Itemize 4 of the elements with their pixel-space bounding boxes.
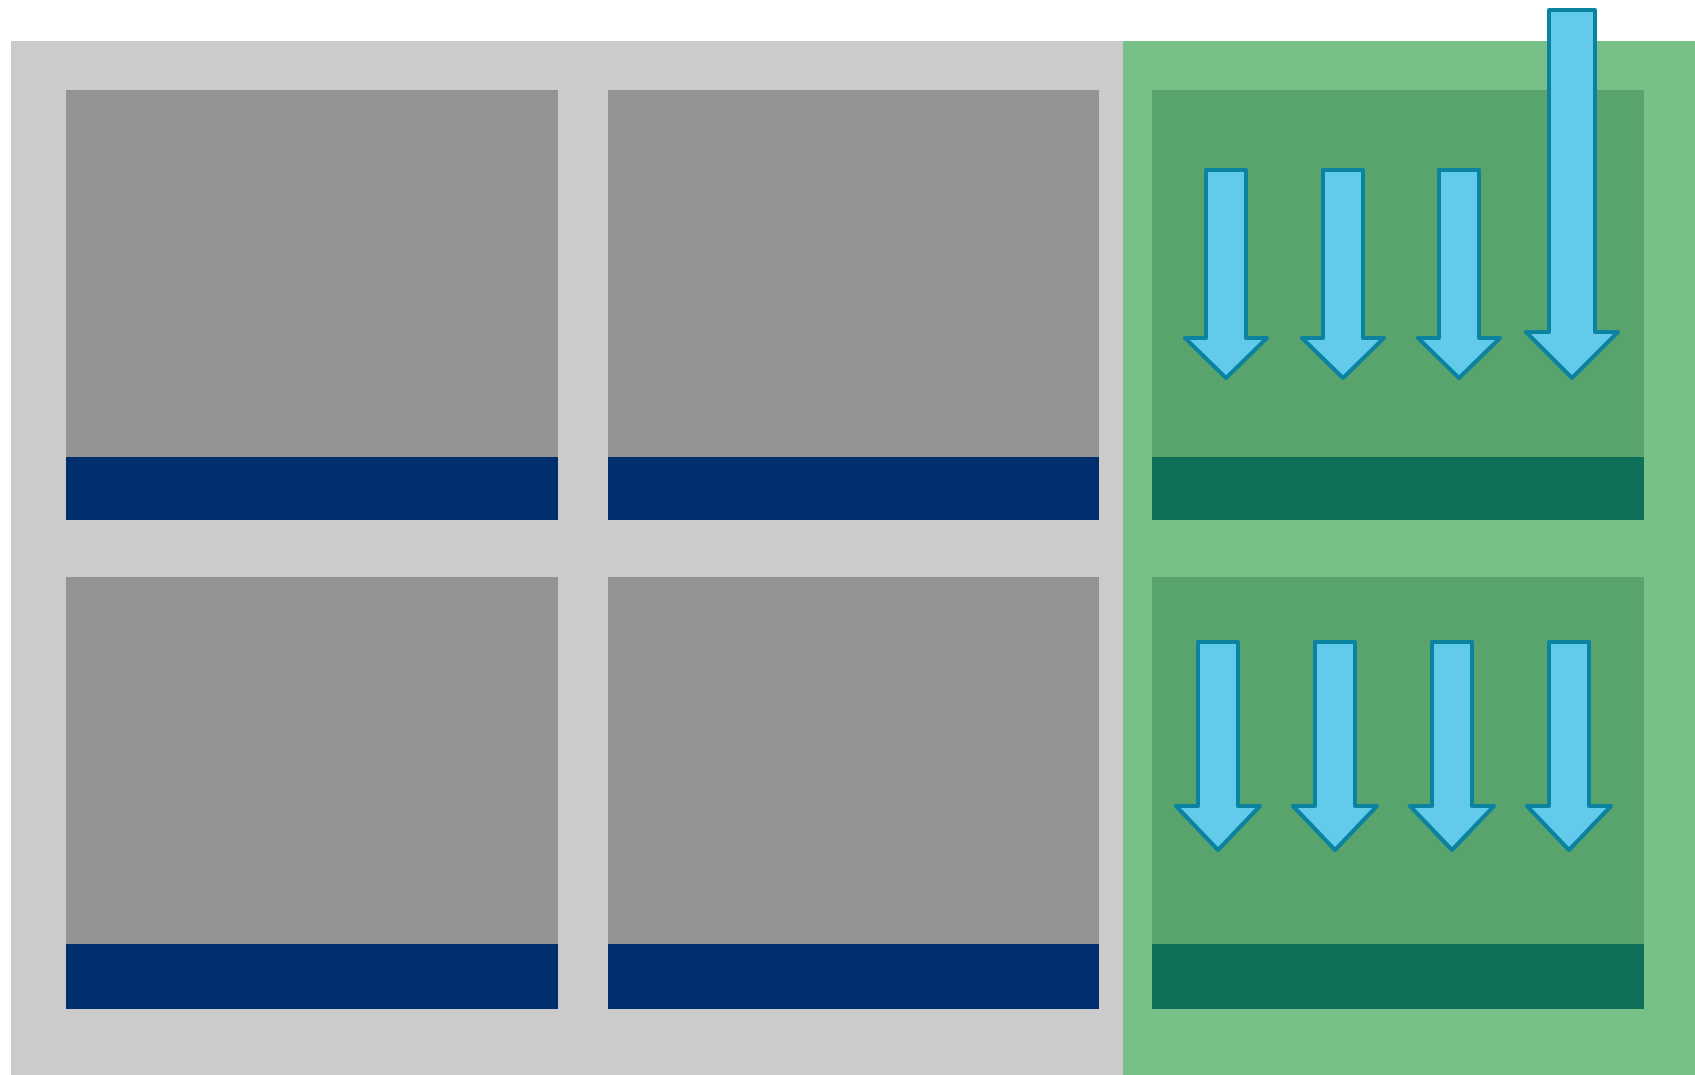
panel	[66, 90, 558, 520]
panel	[608, 90, 1099, 520]
panel	[66, 577, 558, 1009]
panel	[608, 577, 1099, 1009]
